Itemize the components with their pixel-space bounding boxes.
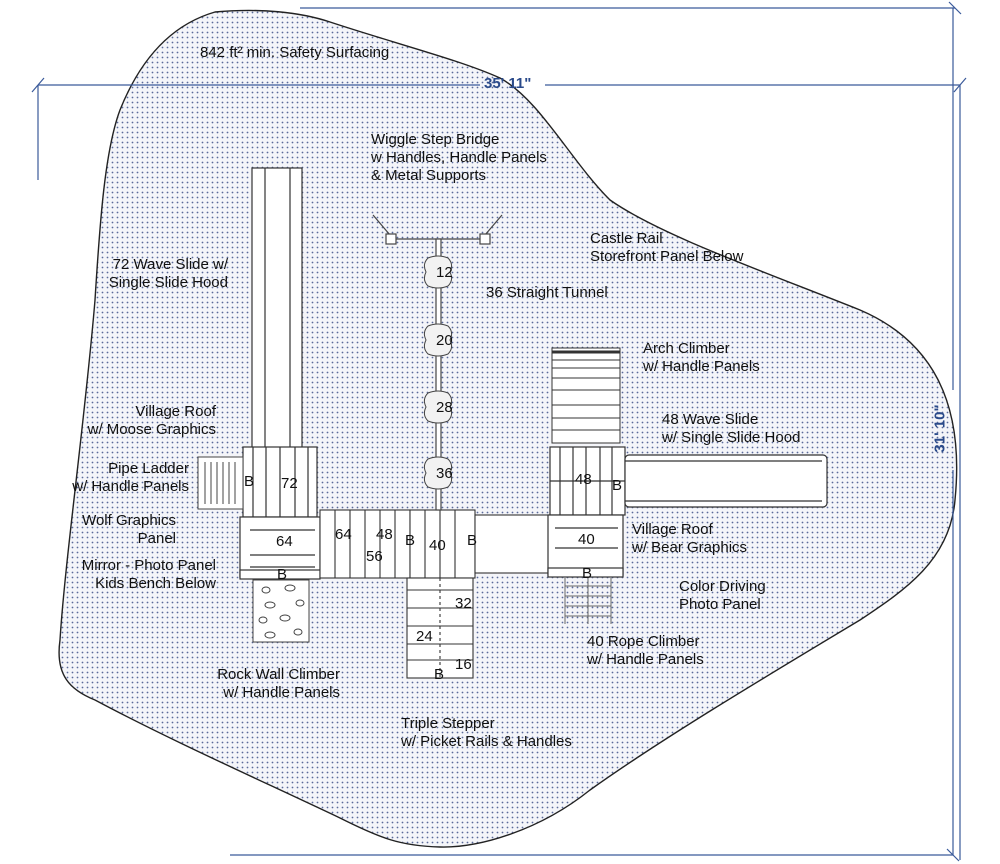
height-right-tower-low: 40 (578, 531, 595, 548)
callout-line: Village Roof (632, 521, 713, 538)
triple-stepper (406, 577, 474, 679)
callout-line: w/ Single Slide Hood (662, 429, 801, 446)
callout-mirror-panel: Mirror - Photo Panel Kids Bench Below (60, 557, 216, 593)
rope-climber (564, 578, 612, 624)
right-tower (547, 446, 626, 578)
callout-line: Storefront Panel Below (590, 248, 744, 265)
height-stepper-a: 32 (455, 595, 472, 612)
rock-wall-climber (252, 579, 310, 643)
bench-marker: B (277, 566, 287, 583)
bridge-step-height: 20 (436, 332, 453, 349)
dimension-width (31, 77, 967, 860)
height-bridge-b: 48 (376, 526, 393, 543)
height-center-deck: 40 (429, 537, 446, 554)
callout-castle-rail: Castle Rail Storefront Panel Below (590, 230, 743, 266)
bridge-deck (319, 509, 411, 579)
callout-line: Rock Wall Climber (217, 666, 340, 683)
callout-line: Village Roof (135, 403, 216, 420)
callout-line: Single Slide Hood (108, 274, 228, 291)
callout-line: Panel (137, 530, 176, 547)
callout-line: Wolf Graphics (82, 512, 176, 529)
height-stepper-b: 24 (416, 628, 433, 645)
bridge-step-pad: 20 (423, 323, 453, 357)
height-left-tower-top: 72 (281, 475, 298, 492)
height-bridge-c: 56 (366, 548, 383, 565)
wave-slide-72 (251, 167, 303, 451)
callout-line: w/ Handle Panels (587, 651, 704, 668)
height-stepper-c: 16 (455, 656, 472, 673)
left-tower (239, 446, 321, 580)
callout-line: 72 Wave Slide w/ (112, 256, 228, 273)
callout-line: w/ Moose Graphics (87, 421, 216, 438)
callout-line: Mirror - Photo Panel (81, 557, 216, 574)
height-bridge-a: 64 (335, 526, 352, 543)
callout-line: w Handles, Handle Panels (371, 149, 547, 166)
callout-line: Triple Stepper (401, 715, 495, 732)
callout-line: w/ Handle Panels (643, 358, 760, 375)
surfacing-label: 842 ft² min. Safety Surfacing (200, 44, 390, 61)
callout-line: Color Driving (679, 578, 766, 595)
callout-line: Wiggle Step Bridge (371, 131, 500, 148)
bench-marker: B (467, 532, 477, 549)
callout-color-driving: Color Driving Photo Panel (679, 578, 766, 614)
bench-marker: B (582, 565, 592, 582)
callout-line: Castle Rail (590, 230, 663, 247)
callout-line: 48 Wave Slide (662, 411, 759, 428)
callout-line: w/ Handle Panels (72, 478, 189, 495)
callout-triple-stepper: Triple Stepper w/ Picket Rails & Handles (401, 715, 572, 751)
callout-line: w/ Picket Rails & Handles (401, 733, 572, 750)
callout-line: Pipe Ladder (108, 460, 189, 477)
callout-line: w/ Handle Panels (223, 684, 340, 701)
callout-line: & Metal Supports (371, 167, 487, 184)
callout-line: 36 Straight Tunnel (486, 284, 608, 301)
width-dimension-label: 35' 11" (484, 75, 532, 92)
bench-marker: B (244, 473, 254, 490)
height-right-tower-top: 48 (575, 471, 592, 488)
pipe-ladder (197, 456, 244, 510)
callout-arch-climber: Arch Climber w/ Handle Panels (643, 340, 760, 376)
callout-line: Kids Bench Below (95, 575, 216, 592)
callout-line: Photo Panel (679, 596, 761, 613)
callout-wave-slide-48: 48 Wave Slide w/ Single Slide Hood (662, 411, 800, 447)
bench-marker: B (405, 532, 415, 549)
bridge-step-height: 36 (436, 465, 453, 482)
callout-rope-climber: 40 Rope Climber w/ Handle Panels (587, 633, 704, 669)
bridge-step-height: 28 (436, 399, 453, 416)
callout-wave-slide-72: 72 Wave Slide w/ Single Slide Hood (88, 256, 228, 292)
callout-village-roof-moose: Village Roof w/ Moose Graphics (60, 403, 216, 439)
center-deck (409, 509, 551, 579)
callout-wiggle-bridge: Wiggle Step Bridge w Handles, Handle Pan… (371, 131, 547, 185)
wiggle-step-bridge (372, 214, 503, 511)
depth-dimension-label: 31' 10" (931, 404, 949, 453)
bridge-step-pad: 28 (423, 390, 453, 424)
callout-line: Arch Climber (643, 340, 730, 357)
callout-line: 40 Rope Climber (587, 633, 700, 650)
callout-village-roof-bear: Village Roof w/ Bear Graphics (632, 521, 747, 557)
wave-slide-48 (624, 454, 828, 508)
bridge-step-pad: 36 (423, 456, 453, 490)
callout-pipe-ladder: Pipe Ladder w/ Handle Panels (56, 460, 189, 496)
bridge-step-pad: 12 (423, 255, 453, 289)
callout-tunnel: 36 Straight Tunnel (486, 284, 608, 302)
dimension-depth (230, 1, 962, 862)
callout-line: w/ Bear Graphics (632, 539, 748, 556)
bridge-step-height: 12 (436, 264, 453, 281)
bench-marker: B (434, 666, 444, 683)
callout-rock-wall: Rock Wall Climber w/ Handle Panels (188, 666, 340, 702)
bench-marker: B (612, 477, 622, 494)
height-left-tower-low: 64 (276, 533, 293, 550)
arch-climber (551, 347, 621, 444)
callout-wolf-graphics: Wolf Graphics Panel (66, 512, 176, 548)
